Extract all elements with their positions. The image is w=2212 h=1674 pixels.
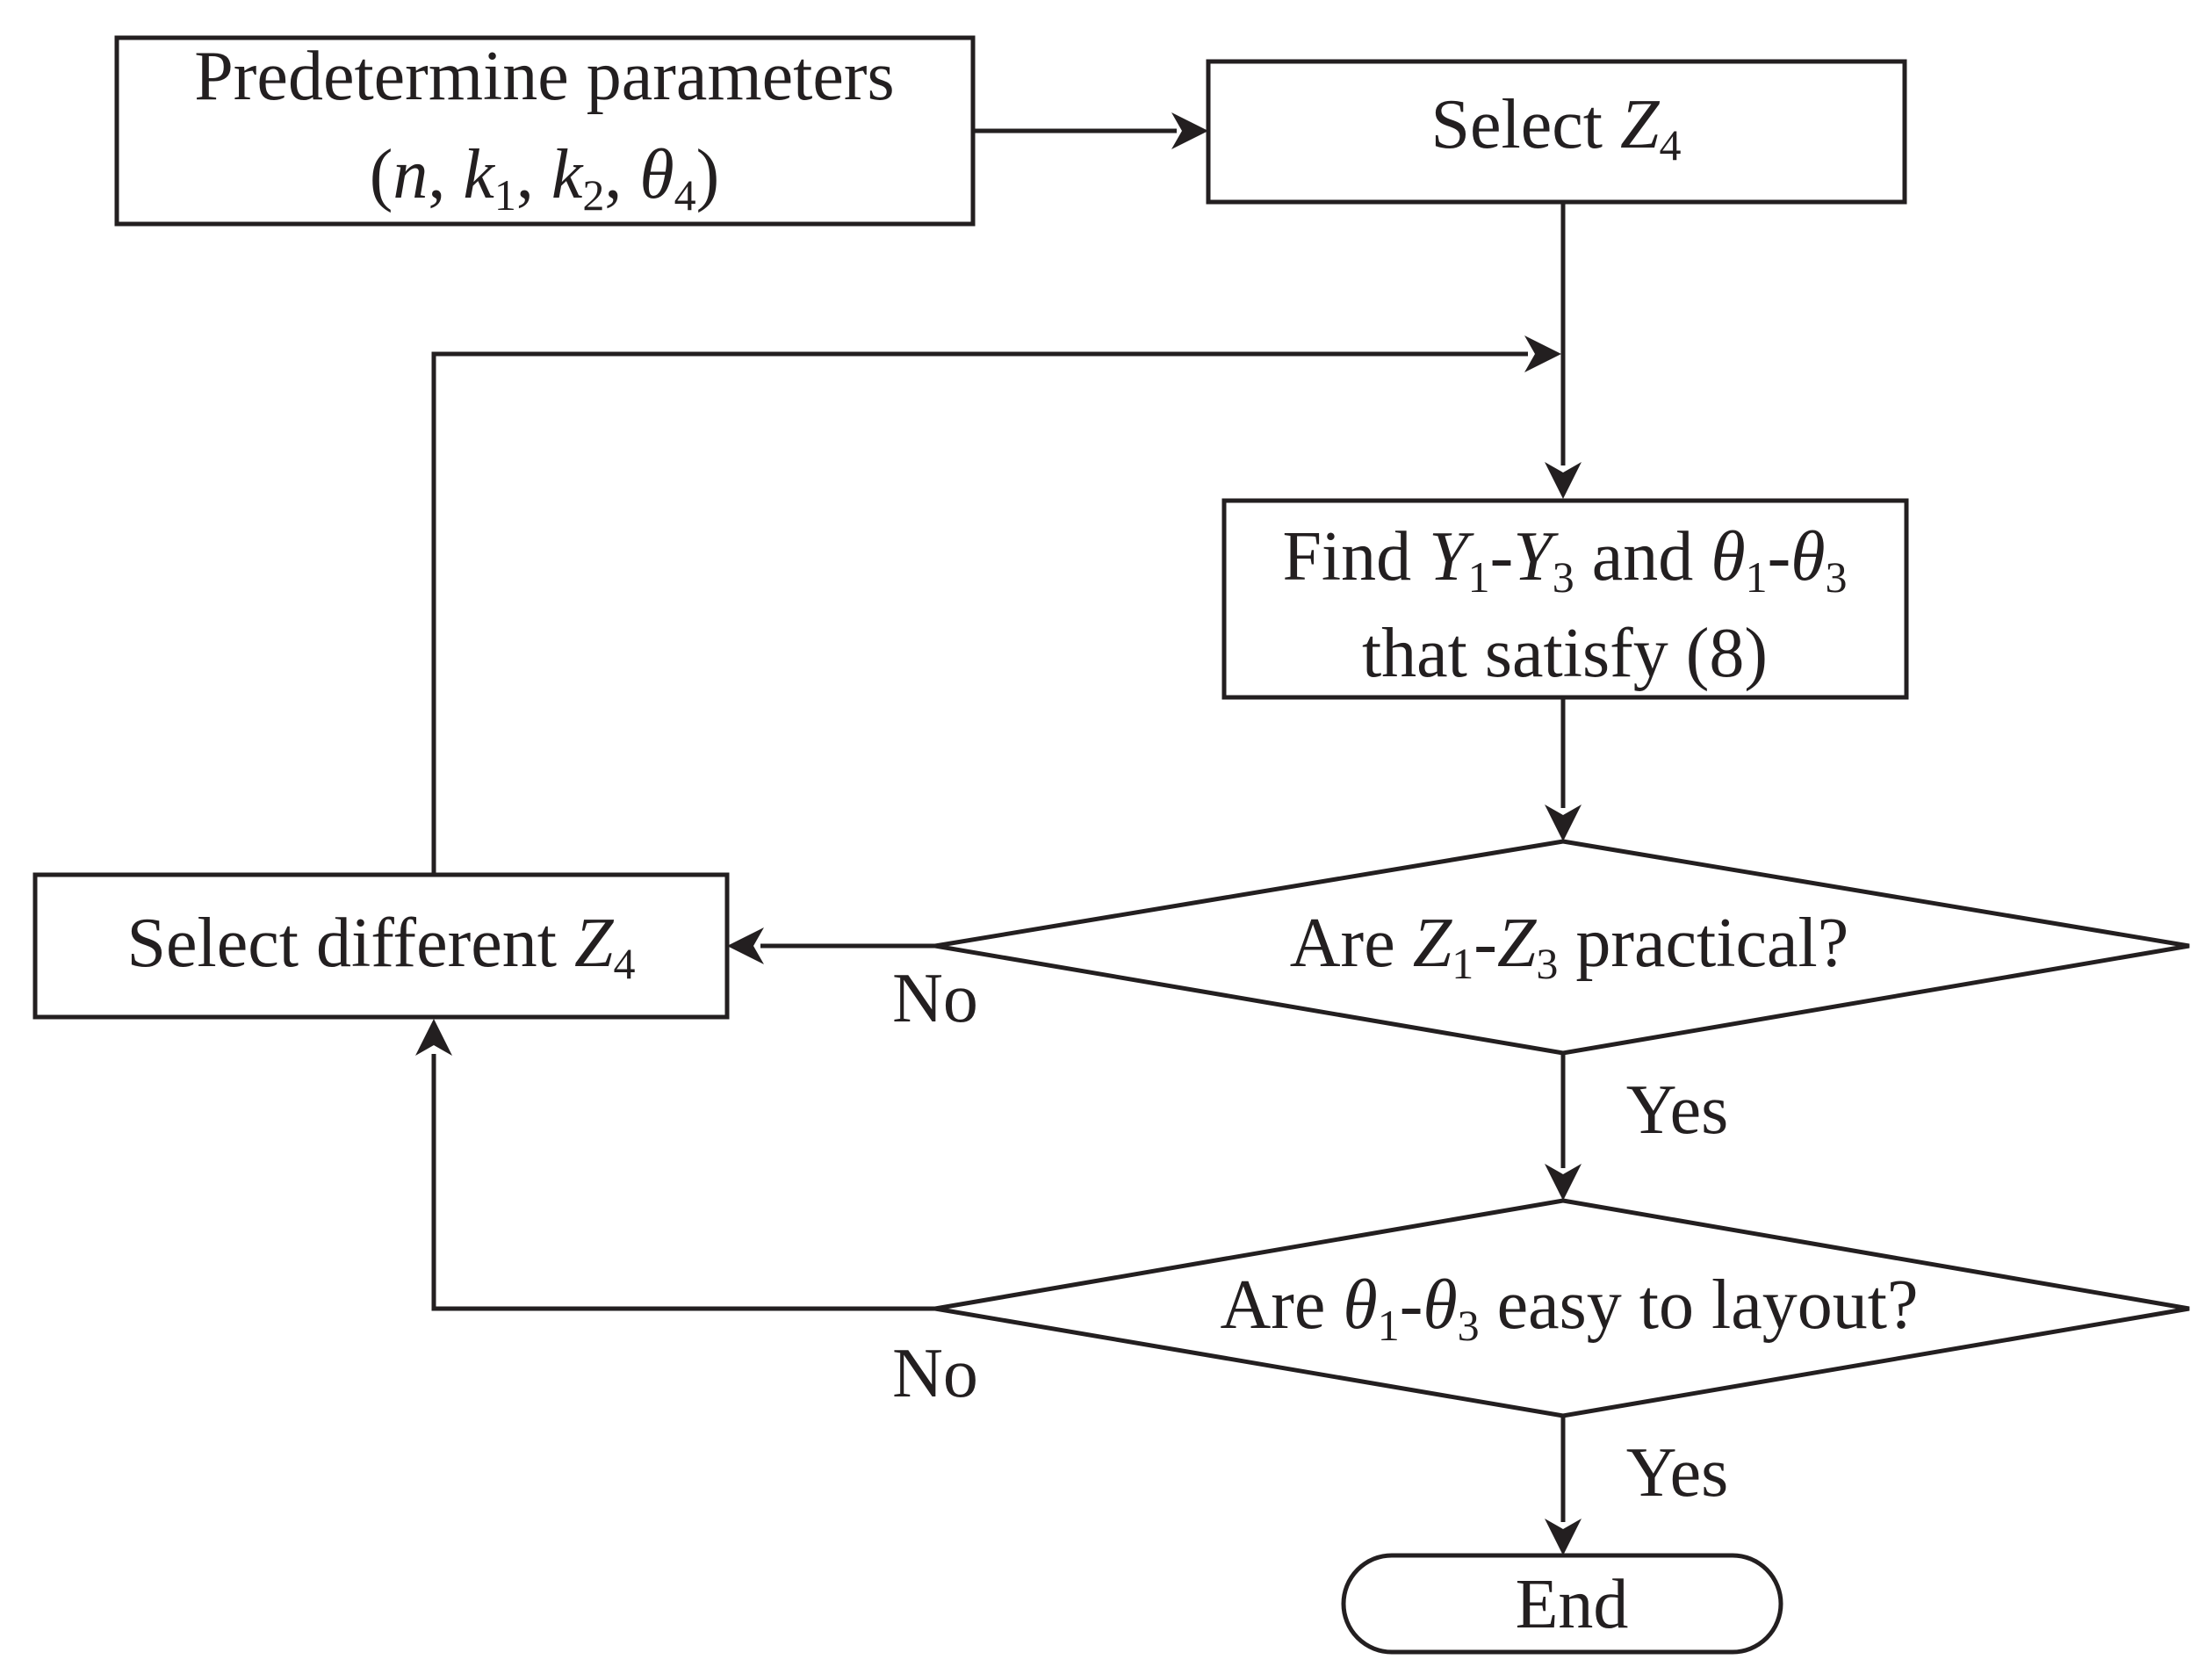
edge-layout-no: [415, 1019, 935, 1311]
edge-select-to-find: [1545, 202, 1582, 499]
node-find: Find Y1-Y3 and θ1-θ3 that satisfy (8): [1221, 498, 1909, 700]
select-different-label: Select different Z4: [127, 905, 636, 988]
edge-practical-yes: [1545, 1053, 1582, 1201]
find-line2: that satisfy (8): [1362, 615, 1768, 692]
find-line1: Find Y1-Y3 and θ1-θ3: [1282, 518, 1847, 602]
decision-layout-label: Are θ1-θ3 easy to layout?: [1221, 1266, 1919, 1350]
edge-predetermine-to-select: [973, 112, 1208, 149]
node-decision-layout: Are θ1-θ3 easy to layout?: [934, 1198, 2190, 1418]
edge-label-layout-no: No: [892, 1335, 978, 1412]
select-z4-label: Select Z4: [1431, 86, 1682, 170]
edge-loop-back: [431, 336, 1561, 875]
edge-layout-yes: [1545, 1416, 1582, 1555]
edge-label-practical-no: No: [892, 960, 978, 1037]
end-label: End: [1516, 1566, 1629, 1643]
node-end: End: [1341, 1553, 1783, 1655]
node-select-z4: Select Z4: [1206, 59, 1907, 205]
node-decision-practical: Are Z1-Z3 practical?: [934, 839, 2190, 1056]
node-predetermine: Predetermine parameters (n, k1, k2, θ4): [114, 35, 976, 227]
predetermine-line1: Predetermine parameters: [194, 38, 894, 115]
edge-practical-no: [727, 927, 935, 964]
decision-practical-label: Are Z1-Z3 practical?: [1290, 905, 1848, 988]
edge-find-to-practical: [1545, 697, 1582, 841]
edge-label-layout-yes: Yes: [1626, 1434, 1728, 1512]
node-select-different: Select different Z4: [32, 872, 730, 1020]
edge-label-practical-yes: Yes: [1626, 1072, 1728, 1149]
predetermine-line2: (n, k1, k2, θ4): [370, 136, 720, 220]
